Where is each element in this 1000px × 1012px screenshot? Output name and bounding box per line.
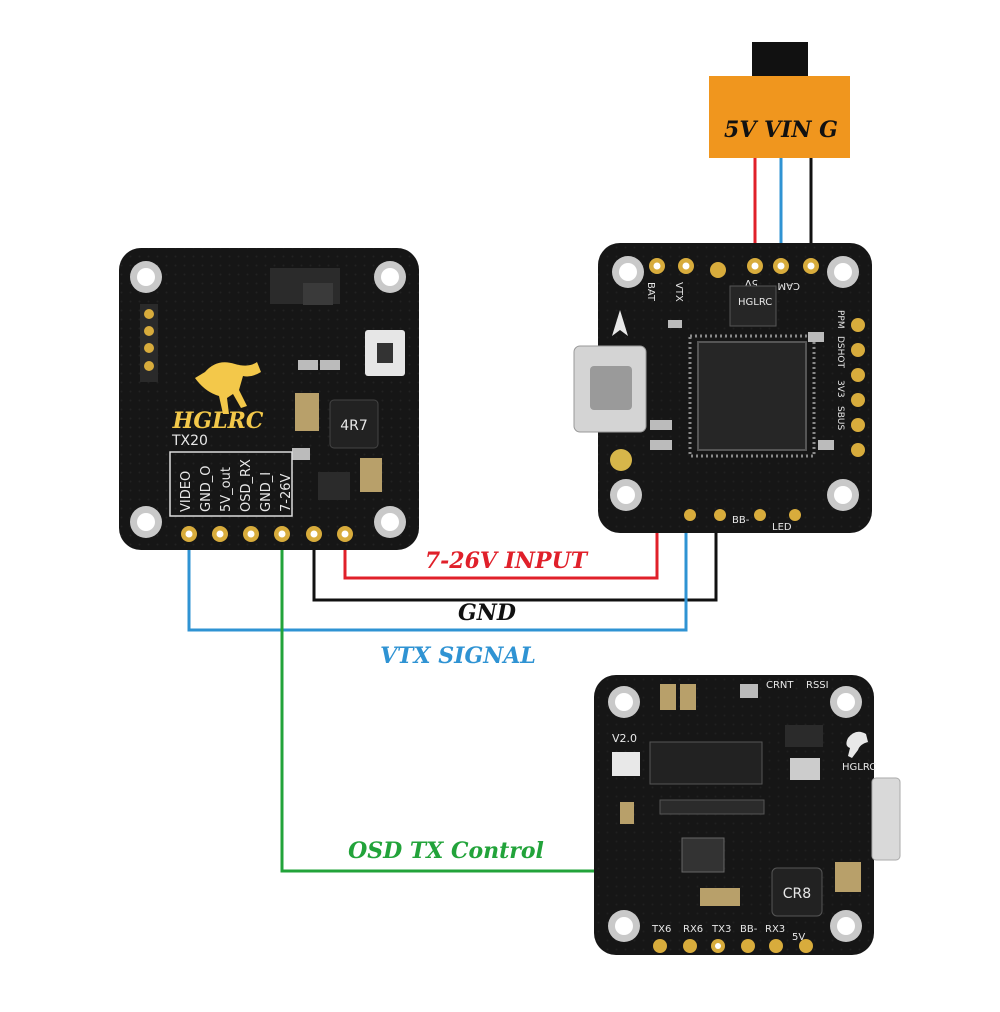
pdb-crystal (612, 752, 640, 776)
vtx-pin-label: GND_I (259, 472, 274, 512)
vtx-inductor (329, 399, 379, 449)
vtx-pin-label: 7-26V (279, 473, 294, 512)
vtx-model: TX20 (171, 433, 208, 449)
fc-pad-label: 5V (745, 277, 758, 288)
pdb-pad-label: BB- (740, 924, 758, 935)
vtx-pin-label-box (169, 451, 293, 517)
svg-text:4R7: 4R7 (340, 418, 368, 434)
pdb-inductor (771, 867, 823, 917)
fc-pad-label: LED (772, 522, 792, 533)
pdb-pad-label: 5V (792, 932, 805, 943)
pdb-bottom-pads (653, 939, 813, 953)
vtx-mounting-holes (130, 261, 406, 538)
pdb-top-label: CRNT (766, 680, 794, 691)
fc-right-pad-labels: PPM DSHOT 3V3 SBUS (835, 310, 845, 430)
pdb-top-label: RSSI (806, 680, 829, 691)
power-source: 5V VIN G (709, 42, 850, 158)
vtx-capacitor (295, 393, 319, 431)
fc-pad-label: CAM (778, 280, 800, 291)
vtx-pin-label: OSD_RX (239, 459, 254, 512)
fc-pad-label: BAT (645, 282, 656, 302)
pdb-mounting-holes (608, 686, 862, 942)
pdb-inductor-label: CR8 (783, 886, 811, 902)
fc-pad-label: DSHOT (835, 336, 845, 368)
pdb-brand: HGLRC (842, 762, 876, 773)
pdb-usb-port (871, 777, 901, 861)
fc-bottom-pads (684, 509, 801, 521)
label-gnd: GND (458, 600, 516, 626)
label-osd: OSD TX Control (348, 838, 544, 864)
power-source-label: 5V VIN G (724, 117, 838, 143)
pdb-pad-label: RX6 (683, 924, 703, 935)
vtx-pin-label: VIDEO (179, 471, 194, 512)
vtx-side-pins (140, 304, 158, 382)
power-plug (752, 42, 808, 78)
pdb-pad-label: TX6 (651, 924, 671, 935)
fc-pad-label: VTX (673, 282, 684, 302)
fc-pad-label: 3V3 (835, 380, 845, 398)
vtx-pin-labels: VIDEO GND_O 5V_out OSD_RX GND_I 7-26V (179, 459, 294, 512)
fc-mounting-holes (610, 256, 859, 511)
fc-mcu-chip (697, 341, 807, 451)
pdb-dinosaur-logo-icon (846, 731, 868, 758)
label-input: 7-26V INPUT (425, 548, 589, 574)
pdb-board: CRNT RSSI V2.0 HGLRC CR8 TX6 RX6 TX3 BB-… (594, 675, 901, 955)
vtx-pads (181, 526, 353, 542)
pdb-bottom-labels: TX6 RX6 TX3 BB- RX3 5V (651, 924, 805, 943)
dinosaur-logo-icon (195, 362, 261, 414)
fc-right-pads (851, 318, 865, 457)
pdb-pad-label: TX3 (711, 924, 731, 935)
fc-top-pads (649, 258, 819, 278)
pdb-connector (681, 837, 725, 873)
fc-pad-label: PPM (835, 310, 845, 329)
fc-gyro-chip (729, 285, 777, 327)
vtx-pin-label: GND_O (199, 465, 214, 512)
pdb-version: V2.0 (612, 732, 637, 745)
vtx-board: 4R7 HGLRC TX20 VIDEO GND_O 5V_out OSD_RX… (119, 248, 419, 550)
power-source-box (709, 76, 850, 158)
fc-top-pad-labels: VTX BAT 5V CAM (645, 277, 800, 302)
vtx-brand: HGLRC (172, 408, 264, 434)
label-vtx-signal: VTX SIGNAL (380, 643, 536, 669)
fc-pad-label: SBUS (835, 406, 845, 430)
vtx-pin-label: 5V_out (219, 467, 234, 512)
fc-pad-label: BB- (732, 515, 750, 526)
fc-boot-button[interactable] (610, 449, 632, 471)
fc-brand: HGLRC (738, 297, 772, 308)
pdb-osd-chip (649, 741, 763, 785)
fc-orientation-arrow-icon (612, 310, 628, 336)
pdb-pad-label: RX3 (765, 924, 785, 935)
fc-board: VTX BAT 5V CAM PPM DSHOT 3V3 SBUS HGLRC (573, 243, 872, 533)
